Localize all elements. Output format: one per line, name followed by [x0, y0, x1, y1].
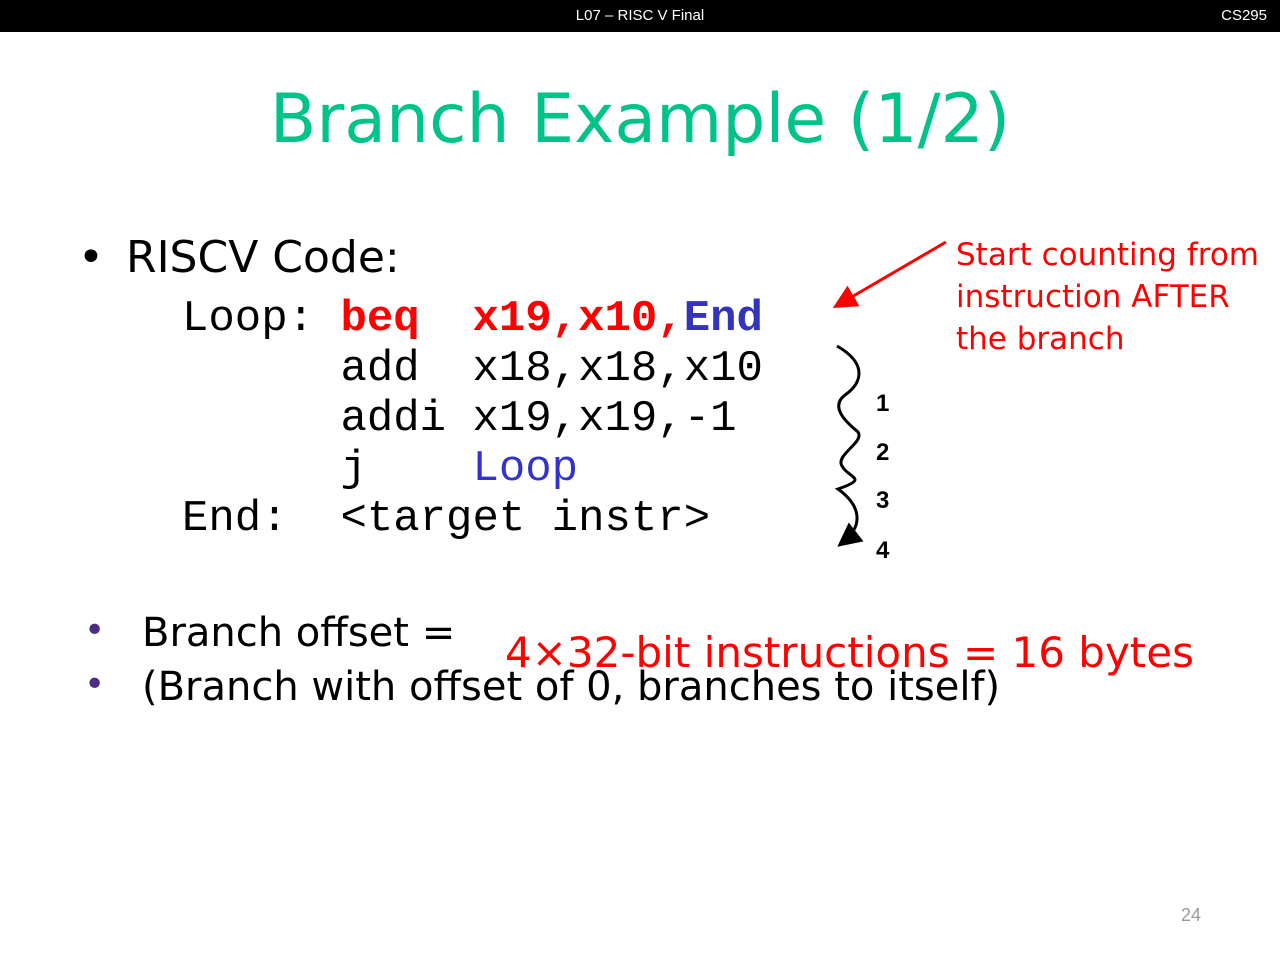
- code-target: End: [683, 294, 763, 344]
- course-code: CS295: [1221, 7, 1267, 24]
- code-target: Loop: [472, 444, 579, 494]
- code-op: add: [340, 344, 473, 394]
- code-label: Loop:: [182, 294, 341, 344]
- count-label: 2: [876, 439, 890, 466]
- slide-title: Branch Example (1/2): [269, 80, 1011, 159]
- code-op: addi: [340, 394, 473, 444]
- bullet-icon: •: [84, 610, 106, 651]
- code-line-1: Loop: beq x19,x10,End: [182, 294, 763, 344]
- bullet-text: (Branch with offset of 0, branches to it…: [142, 664, 1001, 710]
- annotation-line: Start counting from: [956, 237, 1259, 273]
- code-block: Loop: beq x19,x10,End add x18,x18,x10 ad…: [182, 294, 763, 544]
- answer-text: 4×32-bit instructions = 16 bytes: [505, 628, 1195, 677]
- code-line-5: End: <target instr>: [182, 494, 763, 544]
- code-line-3: addi x19,x19,-1: [182, 394, 763, 444]
- bullet-icon: •: [84, 664, 106, 705]
- code-args: x18,x18,x10: [472, 344, 763, 394]
- annotation: Start counting from instruction AFTER th…: [956, 234, 1259, 360]
- code-line-2: add x18,x18,x10: [182, 344, 763, 394]
- header-bar: L07 – RISC V Final CS295: [0, 0, 1280, 32]
- course-title: L07 – RISC V Final: [575, 7, 705, 24]
- code-op: beq: [340, 294, 473, 344]
- bullet-text: RISCV Code:: [126, 232, 400, 283]
- page-number: 24: [1181, 905, 1202, 925]
- annotation-line: instruction AFTER: [956, 279, 1230, 315]
- count-label: 3: [876, 487, 890, 514]
- code-label: End:: [182, 494, 341, 544]
- red-arrow-icon: [832, 240, 947, 309]
- bullet-icon: •: [78, 232, 104, 283]
- annotation-line: the branch: [956, 321, 1125, 357]
- code-op: <target instr>: [340, 494, 711, 544]
- code-line-4: j Loop: [182, 444, 763, 494]
- count-label: 4: [876, 537, 890, 564]
- code-op: j: [340, 444, 473, 494]
- code-args: x19,x19,-1: [472, 394, 737, 444]
- bullet-text: Branch offset =: [142, 610, 456, 656]
- code-args: x19,x10,: [472, 294, 684, 344]
- count-label: 1: [876, 390, 890, 417]
- wavy-arrow-icon: [834, 344, 864, 547]
